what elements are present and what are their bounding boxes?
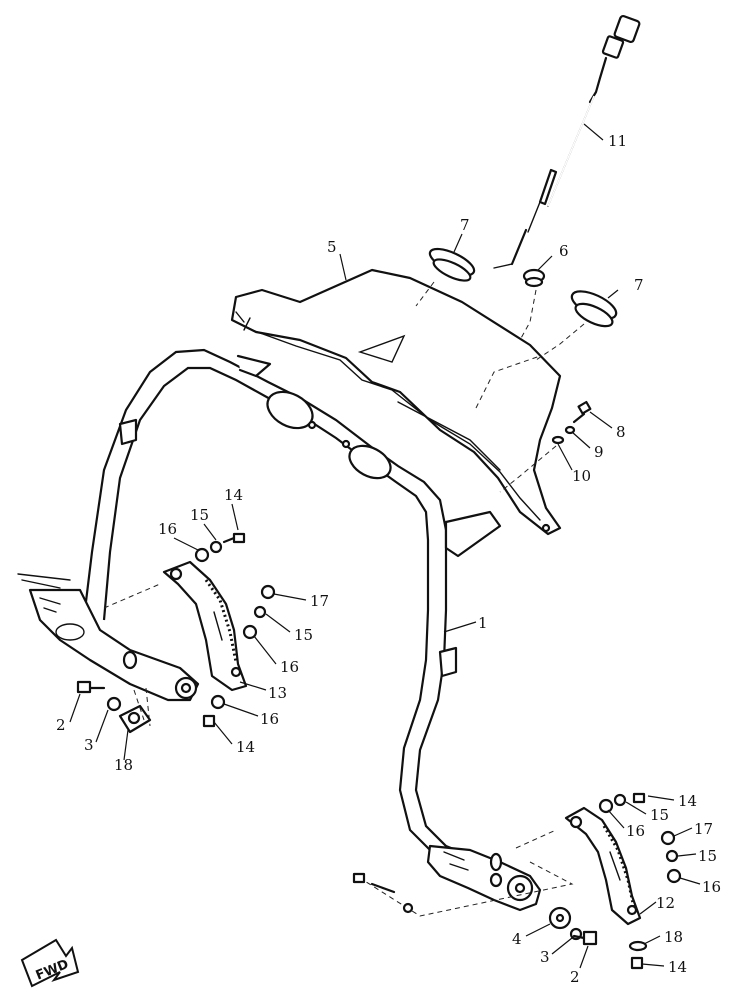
callout-16b: 16: [280, 658, 299, 676]
grommet-7-left: [428, 247, 476, 282]
washer-4: [548, 906, 572, 930]
left-footrest: [17, 573, 200, 702]
callout-9: 9: [594, 443, 604, 461]
callout-16a: 16: [158, 520, 177, 538]
callout-15c: 15: [650, 806, 669, 824]
right-footrest: [426, 844, 542, 912]
bolt-14d: [630, 956, 644, 970]
nut-17b: [660, 830, 676, 846]
frame-1: [82, 348, 521, 884]
callout-15a: 15: [190, 506, 209, 524]
washer-18b: [628, 940, 648, 952]
callout-7a: 7: [460, 216, 470, 234]
washer-9: [564, 425, 576, 435]
callout-8: 8: [616, 423, 626, 441]
washer-15c: [613, 793, 627, 807]
callout-2a: 2: [56, 716, 66, 734]
washer-15b: [253, 605, 267, 619]
grommet-7-right: [570, 290, 618, 328]
bracket-13: [162, 560, 248, 692]
grommet-6: [522, 268, 546, 288]
washer-16a: [194, 547, 210, 563]
callout-17a: 17: [310, 592, 329, 610]
washer-16b: [242, 624, 258, 640]
washer-18a: [118, 704, 152, 734]
callout-1: 1: [478, 614, 488, 632]
fwd-arrow-icon: FWD: [20, 938, 80, 988]
callout-14b: 14: [236, 738, 255, 756]
washer-15a: [209, 540, 223, 554]
callout-14a: 14: [224, 486, 243, 504]
callout-14c: 14: [678, 792, 697, 810]
bolt-loose: [352, 872, 414, 914]
bolt-8: [572, 400, 592, 424]
callout-2b: 2: [570, 968, 580, 986]
callout-11: 11: [608, 132, 627, 150]
callout-4: 4: [512, 930, 522, 948]
washer-16e: [666, 868, 682, 884]
callout-17b: 17: [694, 820, 713, 838]
bolt-14b: [202, 714, 216, 728]
callout-5: 5: [327, 238, 337, 256]
washer-15d: [665, 849, 679, 863]
washer-16c: [210, 694, 226, 710]
bracket-12: [564, 806, 642, 926]
leader-lines: [69, 123, 701, 969]
bolt-14a: [222, 532, 246, 544]
callout-13: 13: [268, 684, 287, 702]
nut-17a: [260, 584, 276, 600]
bolt-2a: [76, 680, 106, 694]
callout-14d: 14: [668, 958, 687, 976]
washer-16d: [598, 798, 614, 814]
callout-3b: 3: [540, 948, 550, 966]
callout-6: 6: [559, 242, 569, 260]
callout-18a: 18: [114, 756, 133, 774]
bolt-2b: [572, 930, 598, 946]
callout-15d: 15: [698, 847, 717, 865]
cable-11: [493, 14, 641, 269]
callout-16c: 16: [260, 710, 279, 728]
callout-16e: 16: [702, 878, 721, 896]
callout-7b: 7: [634, 276, 644, 294]
callout-12: 12: [656, 894, 675, 912]
callout-16d: 16: [626, 822, 645, 840]
washer-10: [551, 435, 565, 445]
callout-15b: 15: [294, 626, 313, 644]
callout-10: 10: [572, 467, 591, 485]
bolt-14c: [632, 792, 646, 804]
bracket-5: [230, 268, 562, 536]
callout-18b: 18: [664, 928, 683, 946]
callout-3a: 3: [84, 736, 94, 754]
washer-3a: [106, 696, 122, 712]
